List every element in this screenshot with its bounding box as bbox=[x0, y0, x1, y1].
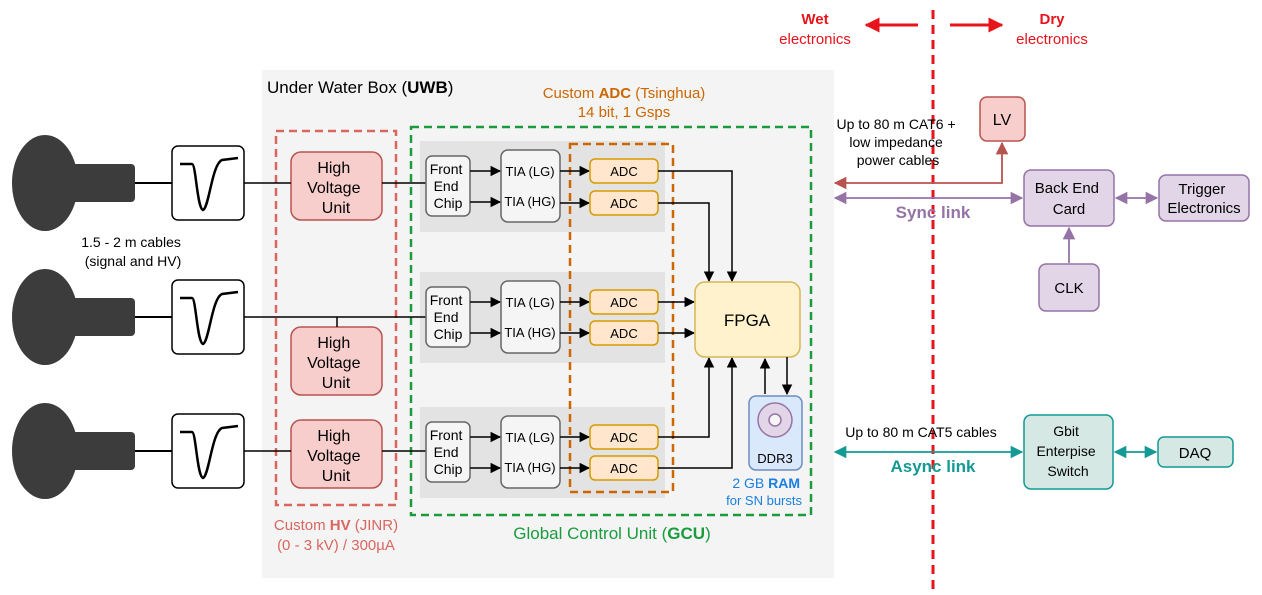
hv-group-border bbox=[274, 129, 398, 507]
svg-text:FPGA: FPGA bbox=[724, 311, 771, 330]
back-end-card: Back End Card bbox=[1023, 169, 1115, 227]
cat5-note: Up to 80 m CAT5 cables bbox=[845, 424, 996, 440]
svg-text:ADC: ADC bbox=[610, 196, 637, 211]
ram-sublabel: for SN bursts bbox=[726, 493, 802, 508]
svg-text:ADC: ADC bbox=[610, 326, 637, 341]
ddr3-memory: DDR3 bbox=[748, 395, 803, 471]
svg-text:High Voltage Unit: High Voltage Unit bbox=[307, 160, 365, 217]
hv-group-label: Custom HV (JINR) bbox=[274, 517, 398, 534]
adc-group-label: Custom ADC (Tsinghua) bbox=[543, 85, 706, 102]
tia-block: TIA (LG) TIA (HG) bbox=[500, 415, 561, 489]
tia-lg-label: TIA (LG) bbox=[505, 295, 554, 310]
high-voltage-unit: High Voltage Unit bbox=[290, 151, 383, 221]
trigger-electronics: Trigger Electronics bbox=[1158, 174, 1250, 222]
svg-text:Front End Chip: Front End Chip bbox=[430, 427, 467, 477]
svg-text:Trigger Electronics: Trigger Electronics bbox=[1167, 181, 1240, 217]
pmt-icon bbox=[12, 135, 135, 231]
tia-hg-label: TIA (HG) bbox=[504, 460, 555, 475]
front-end-chip: Front End Chip bbox=[425, 421, 471, 483]
adc-block: ADC bbox=[589, 455, 659, 481]
sync-link-label: Sync link bbox=[896, 203, 971, 222]
wet-label: Wet bbox=[801, 11, 828, 28]
daq-block: DAQ bbox=[1157, 436, 1234, 468]
lv-power-line bbox=[833, 141, 1009, 190]
pmt-icon bbox=[12, 403, 135, 499]
adc-group-spec: 14 bit, 1 Gsps bbox=[578, 104, 671, 121]
svg-text:DAQ: DAQ bbox=[1179, 445, 1212, 462]
front-end-chip: Front End Chip bbox=[425, 286, 471, 348]
high-voltage-unit: High Voltage Unit bbox=[290, 326, 383, 396]
svg-text:CLK: CLK bbox=[1054, 280, 1083, 297]
cables-note: 1.5 - 2 m cables (signal and HV) bbox=[81, 234, 185, 269]
high-voltage-unit: High Voltage Unit bbox=[290, 419, 383, 489]
svg-text:Back End Card: Back End Card bbox=[1035, 180, 1103, 218]
tia-block: TIA (LG) TIA (HG) bbox=[500, 280, 561, 354]
dry-sublabel: electronics bbox=[1016, 31, 1088, 48]
lv-supply: LV bbox=[979, 96, 1026, 142]
tia-hg-label: TIA (HG) bbox=[504, 325, 555, 340]
ram-label: 2 GB RAM bbox=[732, 475, 800, 491]
svg-text:Front End Chip: Front End Chip bbox=[430, 292, 467, 342]
tia-lg-label: TIA (LG) bbox=[505, 164, 554, 179]
svg-text:DDR3: DDR3 bbox=[757, 451, 792, 466]
wet-sublabel: electronics bbox=[779, 31, 851, 48]
svg-text:ADC: ADC bbox=[610, 164, 637, 179]
cat6-note: Up to 80 m CAT6 + low impedance power ca… bbox=[836, 116, 959, 168]
pmt-icon bbox=[12, 269, 135, 365]
pulse-waveform-icon bbox=[171, 279, 245, 355]
adc-block: ADC bbox=[589, 158, 659, 184]
async-link-label: Async link bbox=[890, 457, 976, 476]
svg-text:LV: LV bbox=[993, 112, 1012, 129]
adc-group-border bbox=[568, 142, 675, 494]
gcu-label: Global Control Unit (GCU) bbox=[513, 524, 710, 543]
svg-text:Gbit Enterpise Swi: Gbit Enterpise Switch bbox=[1036, 423, 1099, 479]
pulse-waveform-icon bbox=[171, 413, 245, 489]
svg-text:High Voltage Unit: High Voltage Unit bbox=[307, 428, 365, 485]
gbit-switch: Gbit Enterpise Switch bbox=[1023, 414, 1114, 490]
tia-block: TIA (LG) TIA (HG) bbox=[500, 149, 561, 223]
adc-block: ADC bbox=[589, 289, 659, 315]
adc-block: ADC bbox=[589, 190, 659, 216]
tia-hg-label: TIA (HG) bbox=[504, 194, 555, 209]
svg-text:ADC: ADC bbox=[610, 461, 637, 476]
svg-text:ADC: ADC bbox=[610, 295, 637, 310]
svg-text:ADC: ADC bbox=[610, 430, 637, 445]
gcu-border bbox=[409, 125, 813, 517]
clk-block: CLK bbox=[1038, 263, 1100, 312]
uwb-title: Under Water Box (UWB) bbox=[267, 78, 453, 97]
svg-text:High Voltage Unit: High Voltage Unit bbox=[307, 335, 365, 392]
adc-block: ADC bbox=[589, 320, 659, 346]
pulse-waveform-icon bbox=[171, 145, 245, 221]
dry-label: Dry bbox=[1039, 11, 1065, 28]
hv-group-spec: (0 - 3 kV) / 300µA bbox=[277, 537, 395, 554]
fpga-block: FPGA bbox=[694, 281, 801, 358]
adc-block: ADC bbox=[589, 424, 659, 450]
tia-lg-label: TIA (LG) bbox=[505, 430, 554, 445]
front-end-chip: Front End Chip bbox=[425, 155, 471, 217]
svg-text:Front End Chip: Front End Chip bbox=[430, 161, 467, 211]
